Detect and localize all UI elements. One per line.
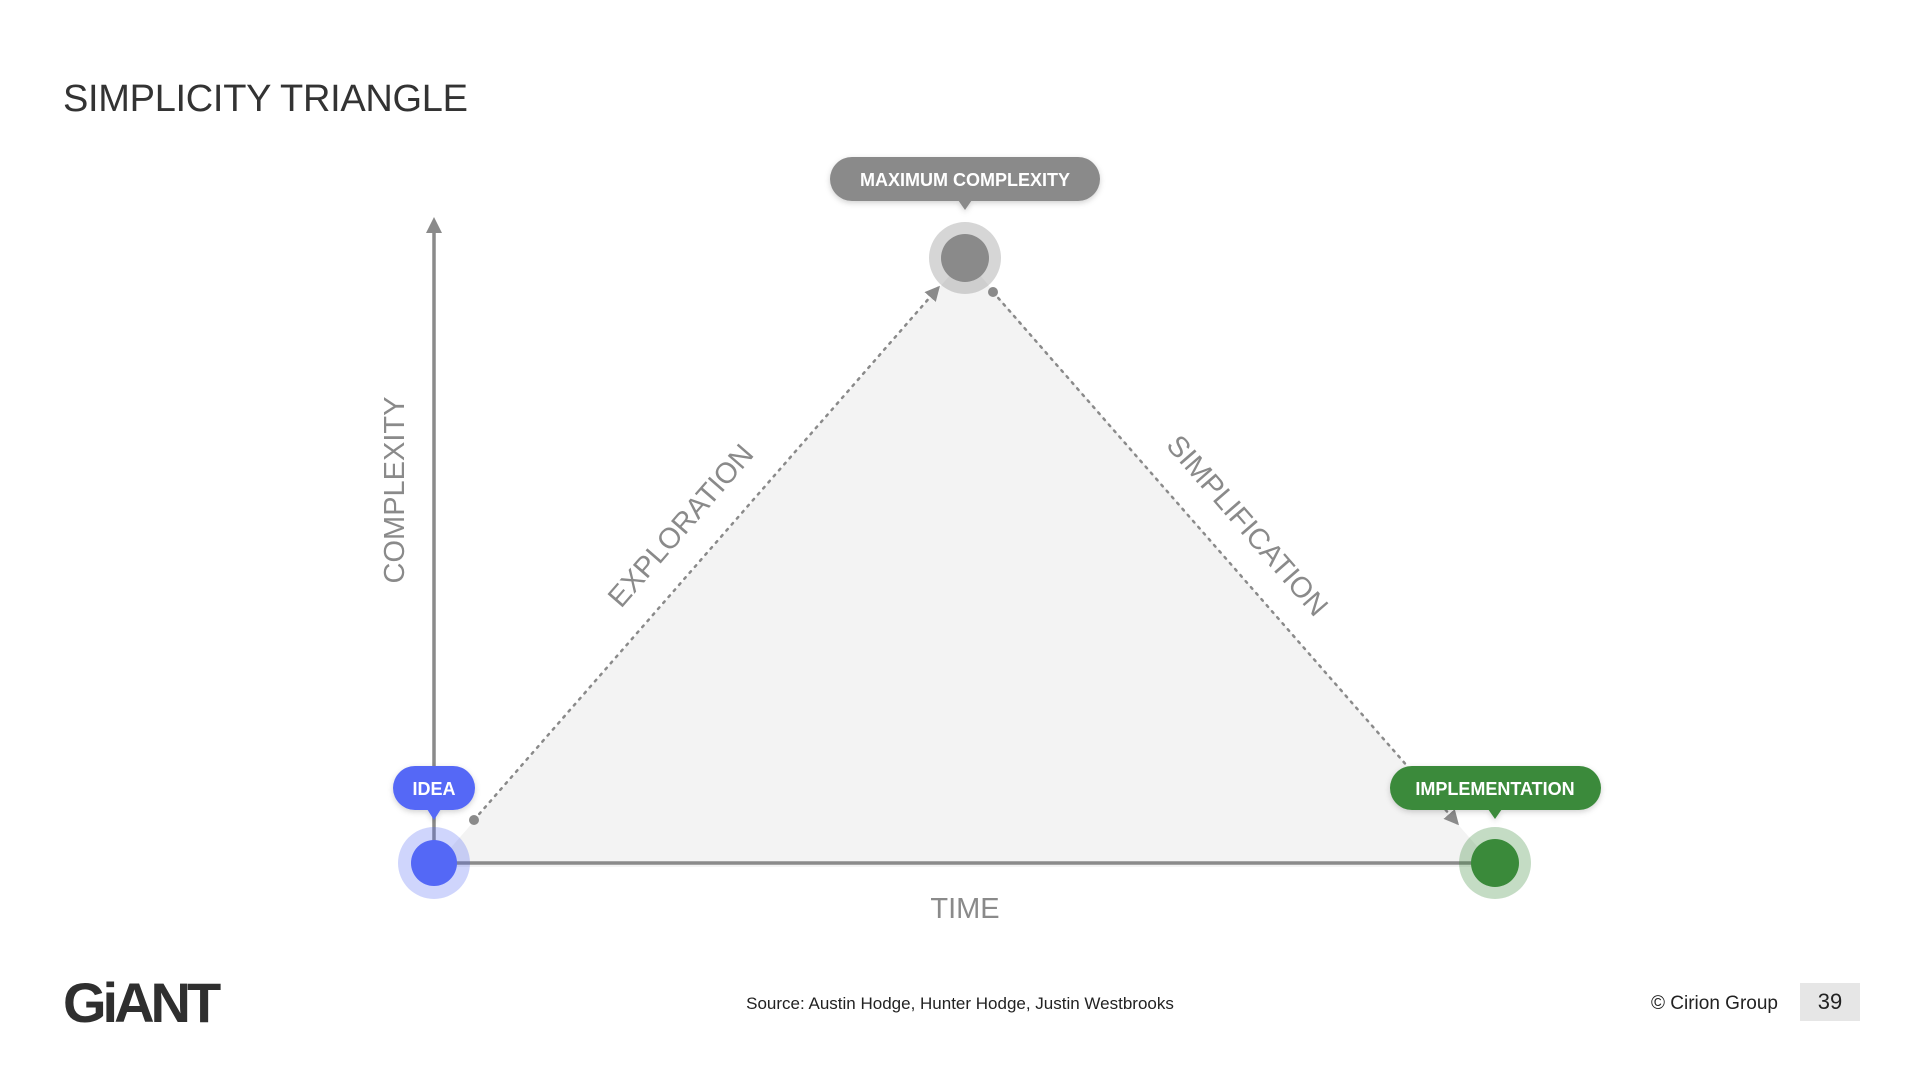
implementation-label: IMPLEMENTATION — [1415, 779, 1574, 799]
triangle-area — [434, 258, 1495, 867]
simplification-arrow — [991, 290, 1459, 826]
idea-label-bubble — [393, 766, 475, 820]
giant-logo: GiANT — [63, 971, 221, 1034]
y-axis-arrowhead — [426, 217, 442, 233]
peak-label: MAXIMUM COMPLEXITY — [860, 170, 1070, 190]
page-title: SIMPLICITY TRIANGLE — [63, 78, 468, 120]
exploration-arrow — [472, 285, 940, 822]
peak-node — [929, 222, 1001, 294]
copyright-text: © Cirion Group — [1651, 993, 1778, 1014]
implementation-label-bubble — [1390, 766, 1601, 819]
idea-node — [398, 827, 470, 899]
implementation-node — [1459, 827, 1531, 899]
y-axis-label: COMPLEXITY — [379, 397, 411, 584]
peak-label-bubble — [830, 157, 1100, 210]
page-number: 39 — [1800, 983, 1860, 1021]
x-axis-label: TIME — [930, 893, 999, 925]
source-citation: Source: Austin Hodge, Hunter Hodge, Just… — [746, 994, 1174, 1013]
idea-label: IDEA — [412, 779, 455, 799]
